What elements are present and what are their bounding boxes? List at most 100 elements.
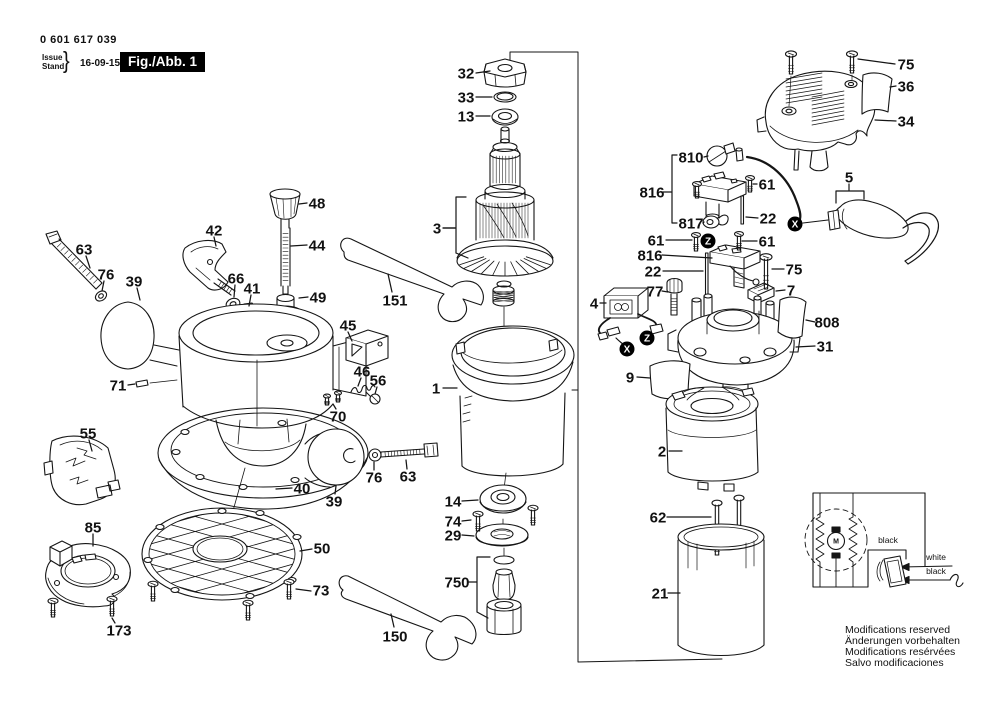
leader-line-71: [127, 383, 136, 386]
leader-line-36: [889, 85, 897, 88]
pin-22-mid-drawing: [704, 252, 709, 300]
disclaimer-line: Modifications reserved: [845, 624, 951, 636]
callout-31: 31: [817, 338, 834, 355]
issue-date: 16-09-15: [80, 58, 121, 69]
clip-817-drawing: [702, 214, 729, 229]
router-base-40-drawing: [157, 303, 369, 544]
template-guide-85-drawing: [45, 540, 131, 608]
callout-61: 61: [759, 233, 776, 250]
leader-line-817: [702, 221, 705, 224]
washer-76-left-drawing: [94, 290, 108, 302]
leader-line-45: [347, 331, 353, 342]
callout-76: 76: [366, 469, 383, 486]
motor-symbol-label: M: [833, 539, 839, 546]
callout-817: 817: [678, 215, 703, 232]
callout-5: 5: [845, 169, 853, 186]
leader-line-49: [298, 296, 309, 299]
callout-32: 32: [458, 65, 475, 82]
callout-73: 73: [313, 582, 330, 599]
threaded-rod-44-drawing: [280, 227, 291, 295]
assembly-axis-line: [509, 51, 723, 663]
callout-48: 48: [309, 195, 326, 212]
callout-66: 66: [228, 270, 245, 287]
leader-line-73: [295, 588, 312, 592]
callout-151: 151: [382, 292, 407, 309]
bolt-63-left-drawing: [45, 230, 103, 290]
figure-label: Fig./Abb. 1: [120, 52, 205, 72]
latch-45-drawing: [345, 329, 389, 367]
callout-46: 46: [354, 363, 371, 380]
marker-letter: Z: [705, 237, 711, 248]
leader-line-34: [874, 119, 897, 122]
leader-line-50: [299, 548, 313, 552]
motor-top-cover-34-drawing: [756, 70, 876, 172]
retainer-29-drawing: [475, 518, 529, 547]
leader-line-22: [745, 216, 759, 219]
leader-line-32: [475, 70, 491, 74]
leader-line-31: [795, 345, 816, 348]
spring-46-drawing: [350, 384, 376, 394]
callout-50: 50: [314, 540, 331, 557]
collet-assembly-750-drawing: [468, 547, 522, 636]
switch-module-816-top-drawing: [662, 154, 747, 224]
leader-line-41: [248, 294, 252, 307]
callout-41: 41: [244, 280, 261, 297]
switch-knob-810-drawing: [706, 142, 744, 167]
leader-line-9: [636, 376, 651, 379]
marker-badge-Z: [700, 233, 716, 249]
callout-808: 808: [814, 314, 839, 331]
screw-77-drawing: [666, 277, 683, 316]
leader-line-63: [405, 459, 408, 470]
callout-33: 33: [458, 89, 475, 106]
callout-13: 13: [458, 108, 475, 125]
wiring-diagram: [804, 492, 964, 588]
leader-line-48: [298, 202, 308, 205]
guard-55-drawing: [43, 435, 121, 506]
callout-74: 74: [445, 513, 462, 530]
callout-63: 63: [400, 468, 417, 485]
callout-810: 810: [678, 149, 703, 166]
callout-2: 2: [658, 443, 666, 460]
callout-39: 39: [126, 273, 143, 290]
stator-2-drawing: [665, 386, 759, 492]
leader-line-63: [85, 255, 91, 269]
bolt-63-right-drawing: [380, 442, 439, 458]
leader-line-810: [703, 155, 709, 158]
leader-line-74: [461, 519, 472, 522]
motor-housing-21-drawing: [677, 523, 765, 657]
disclaimer-line: Modifications resérvées: [845, 646, 956, 658]
knob-39-left-drawing: [100, 301, 180, 370]
leader-line-46: [357, 377, 362, 387]
issue-stand-label: Issue Stand: [42, 53, 65, 71]
switch-module-816-mid-drawing: [709, 244, 761, 289]
bearing-13-drawing: [491, 108, 519, 126]
marker-letter: X: [624, 345, 631, 356]
callout-816: 816: [637, 247, 662, 264]
bearing-14-drawing: [479, 472, 527, 514]
callout-77: 77: [647, 283, 664, 300]
leader-line-39: [136, 287, 141, 301]
label-sticker-36-drawing: [861, 72, 893, 115]
collet-nut-32-drawing: [483, 58, 527, 88]
cord-5-drawing: [745, 155, 939, 265]
callout-36: 36: [898, 78, 915, 95]
callout-42: 42: [206, 222, 223, 239]
screw-56-drawing: [365, 391, 381, 405]
disclaimer-line: Salvo modificaciones: [845, 657, 944, 669]
callout-71: 71: [110, 377, 127, 394]
disclaimer-line: Änderungen vorbehalten: [845, 635, 961, 647]
callout-21: 21: [652, 585, 669, 602]
callout-4: 4: [590, 295, 599, 312]
marker-letter: Z: [644, 334, 650, 345]
leader-line-42: [213, 236, 217, 247]
callout-63: 63: [76, 241, 93, 258]
modifications-disclaimer: Modifications reserved Änderungen vorbeh…: [845, 625, 960, 669]
callout-49: 49: [310, 289, 327, 306]
leader-line-55: [88, 439, 93, 452]
leader-line-76: [101, 280, 105, 292]
